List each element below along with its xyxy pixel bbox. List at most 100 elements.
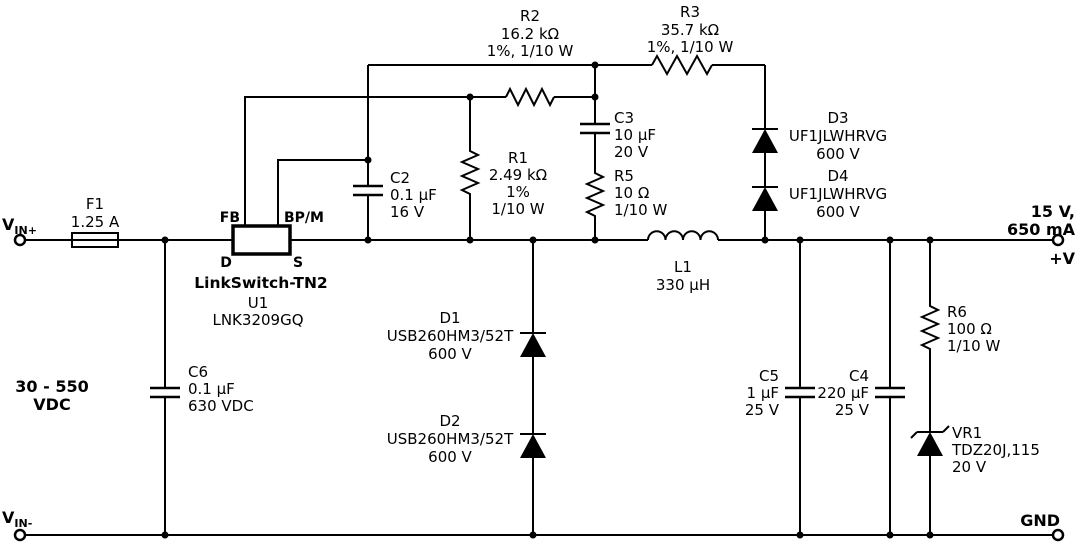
r1-symbol — [459, 97, 481, 240]
capacitor-c2: C2 0.1 μF 16 V — [353, 65, 437, 240]
u1-pin-s: S — [293, 255, 303, 271]
r3-tolerance-power: 1%, 1/10 W — [647, 38, 734, 56]
junction-dot — [161, 531, 169, 539]
label-input-range-2: VDC — [33, 395, 70, 414]
f1-value: 1.25 A — [71, 213, 120, 231]
c6-symbol — [150, 386, 180, 399]
diode-d4: D4 UF1JLWHRVG 600 V — [752, 167, 887, 240]
capacitor-c6: C6 0.1 μF 630 VDC — [150, 240, 254, 535]
d3-rating: 600 V — [816, 145, 860, 163]
d1-part: USB260HM3/52T — [387, 327, 514, 345]
l1-symbol — [647, 230, 719, 241]
c4-value: 220 μF — [817, 384, 869, 402]
diode-d2: D2 USB260HM3/52T 600 V — [387, 412, 546, 535]
junction-dot — [161, 236, 169, 244]
d3-symbol — [752, 129, 778, 153]
input-terminal-vin-plus — [13, 233, 27, 247]
junction-dot — [364, 156, 372, 164]
capacitor-c3: C3 10 μF 20 V — [580, 65, 656, 161]
label-input-range-1: 30 - 550 — [15, 377, 88, 396]
capacitor-c4: C4 220 μF 25 V — [817, 240, 905, 535]
diode-d1: D1 USB260HM3/52T 600 V — [387, 240, 546, 434]
ic-u1: FB BP/M D S LinkSwitch-TN2 U1 LNK3209GQ — [194, 210, 327, 329]
c3-designator: C3 — [614, 109, 634, 127]
c4-rating: 25 V — [835, 401, 870, 419]
d2-designator: D2 — [439, 412, 460, 430]
r6-power: 1/10 W — [947, 337, 1000, 355]
d4-designator: D4 — [827, 167, 848, 185]
input-terminal-vin-minus — [13, 528, 27, 542]
r2-tolerance-power: 1%, 1/10 W — [487, 42, 574, 60]
terminals — [13, 233, 1065, 542]
r1-power: 1/10 W — [491, 200, 544, 218]
inductor-l1: L1 330 μH — [647, 230, 719, 294]
d4-part: UF1JLWHRVG — [789, 185, 887, 203]
vr1-rating: 20 V — [952, 458, 987, 476]
junction-dot — [761, 236, 769, 244]
d1-designator: D1 — [439, 309, 460, 327]
r6-symbol — [919, 240, 941, 432]
wires — [25, 64, 1053, 536]
c6-designator: C6 — [188, 363, 208, 381]
junction-dot — [529, 236, 537, 244]
junction-dot — [886, 236, 894, 244]
junction-dot — [466, 93, 474, 101]
c2-symbol — [353, 184, 383, 197]
r3-value: 35.7 kΩ — [661, 21, 719, 39]
r5-symbol — [584, 133, 606, 240]
u1-designator: U1 — [248, 294, 269, 312]
vr1-symbol — [917, 432, 943, 456]
junction-dot — [591, 93, 599, 101]
label-output-spec-1: 15 V, — [1031, 202, 1075, 221]
r2-designator: R2 — [520, 7, 540, 25]
f1-designator: F1 — [86, 195, 104, 213]
r1-value: 2.49 kΩ — [489, 166, 547, 184]
c5-rating: 25 V — [745, 401, 780, 419]
label-gnd: GND — [1020, 511, 1060, 530]
junction-dot — [796, 236, 804, 244]
label-vin-minus: VIN- — [2, 508, 32, 530]
output-terminal-gnd — [1051, 528, 1065, 542]
resistor-r6: R6 100 Ω 1/10 W — [919, 240, 1000, 432]
d4-symbol — [752, 187, 778, 211]
fuse-symbol — [71, 232, 119, 248]
junction-dot — [796, 531, 804, 539]
u1-part: LNK3209GQ — [212, 311, 303, 329]
r1-designator: R1 — [508, 149, 528, 167]
u1-pin-d: D — [220, 255, 232, 271]
c2-value: 0.1 μF — [390, 186, 437, 204]
wire-bpm-line — [277, 159, 368, 226]
c5-designator: C5 — [759, 367, 779, 385]
r5-value: 10 Ω — [614, 184, 649, 202]
c2-designator: C2 — [390, 169, 410, 187]
u1-pin-fb: FB — [220, 210, 240, 226]
r6-value: 100 Ω — [947, 320, 992, 338]
l1-value: 330 μH — [656, 276, 710, 294]
r1-tolerance: 1% — [506, 183, 530, 201]
c3-symbol — [580, 122, 610, 135]
d2-rating: 600 V — [428, 448, 472, 466]
resistor-r3: R3 35.7 kΩ 1%, 1/10 W — [647, 3, 734, 77]
capacitor-c5: C5 1 μF 25 V — [745, 240, 815, 535]
d4-rating: 600 V — [816, 203, 860, 221]
c6-value: 0.1 μF — [188, 380, 235, 398]
junction-dot — [364, 236, 372, 244]
junction-dot — [591, 61, 599, 69]
d2-symbol — [520, 434, 546, 458]
rail-labels: VIN+ VIN- 30 - 550 VDC 15 V, 650 mA +V G… — [2, 202, 1076, 530]
resistor-r5: R5 10 Ω 1/10 W — [584, 133, 667, 240]
r3-designator: R3 — [680, 3, 700, 21]
r3-symbol — [651, 53, 713, 77]
u1-body — [231, 224, 292, 256]
junction-dot — [466, 236, 474, 244]
r2-value: 16.2 kΩ — [501, 25, 559, 43]
r2-symbol — [505, 86, 555, 108]
d3-part: UF1JLWHRVG — [789, 127, 887, 145]
fuse-f1: F1 1.25 A — [71, 195, 120, 248]
c4-symbol — [875, 386, 905, 399]
label-vin-plus: VIN+ — [2, 215, 37, 237]
l1-designator: L1 — [674, 258, 692, 276]
junction-dot — [926, 236, 934, 244]
